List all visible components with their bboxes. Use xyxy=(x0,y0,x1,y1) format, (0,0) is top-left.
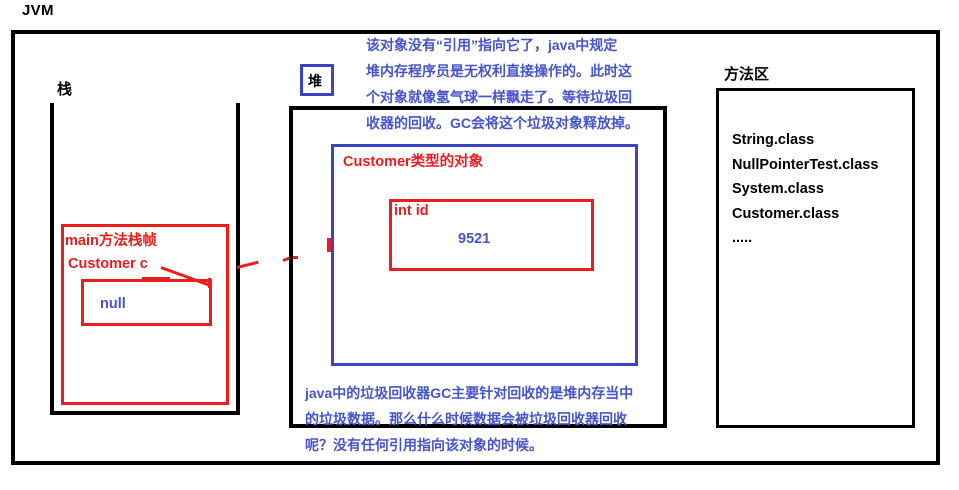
stack-variable-value-box xyxy=(81,279,212,326)
method-area-class-list: String.class NullPointerTest.class Syste… xyxy=(732,128,878,251)
note-bottom-line-1: java中的垃圾回收器GC主要针对回收的是堆内存当中 xyxy=(305,385,634,401)
stack-container xyxy=(50,103,240,415)
reference-arrow-tail-icon xyxy=(142,277,170,280)
page-title: JVM xyxy=(22,2,54,19)
heap-label: 堆 xyxy=(308,73,322,89)
note-top-line-3: 个对象就像氢气球一样飘走了。等待垃圾回 xyxy=(366,89,632,105)
class-list-item: System.class xyxy=(732,181,824,197)
method-area-container xyxy=(716,88,915,428)
class-list-item: NullPointerTest.class xyxy=(732,156,879,173)
heap-object-label: Customer类型的对象 xyxy=(343,154,484,170)
note-bottom-line-3: 呢？没有任何引用指向该对象的时候。 xyxy=(305,437,543,453)
heap-container xyxy=(289,106,667,428)
stack-label: 栈 xyxy=(57,81,73,98)
class-list-item: Customer.class xyxy=(732,205,840,222)
reference-arrow-heap-edge-icon xyxy=(292,256,298,259)
heap-object-box xyxy=(331,144,638,366)
object-field-box xyxy=(389,199,594,271)
reference-arrow-object-edge-icon xyxy=(327,238,333,252)
method-area-label: 方法区 xyxy=(724,66,770,83)
note-bottom-line-2: 的垃圾数据。那么什么时候数据会被垃圾回收器回收 xyxy=(305,411,627,427)
stack-variable-value: null xyxy=(100,296,126,312)
note-top: 该对象没有“引用”指向它了，java中规定 堆内存程序员是无权利直接操作的。此时… xyxy=(366,32,639,136)
note-top-line-4: 收器的回收。GC会将这个垃圾对象释放掉。 xyxy=(366,115,639,131)
heap-label-box xyxy=(300,64,334,96)
object-field-value: 9521 xyxy=(458,231,491,247)
jvm-outer-box xyxy=(11,30,940,465)
main-method-frame-box xyxy=(61,224,229,405)
note-bottom: java中的垃圾回收器GC主要针对回收的是堆内存当中 的垃圾数据。那么什么时候数… xyxy=(305,380,633,458)
reference-arrow-head-icon xyxy=(208,278,211,288)
note-top-line-1: 该对象没有“引用”指向它了，java中规定 xyxy=(366,37,618,53)
class-list-item: String.class xyxy=(732,132,815,148)
main-method-frame-label: main方法栈帧 xyxy=(65,233,157,249)
class-list-item: ..... xyxy=(732,230,753,246)
note-top-line-2: 堆内存程序员是无权利直接操作的。此时这 xyxy=(366,63,632,79)
object-field-label: int id xyxy=(394,203,429,219)
stack-variable-label: Customer c xyxy=(68,256,148,272)
